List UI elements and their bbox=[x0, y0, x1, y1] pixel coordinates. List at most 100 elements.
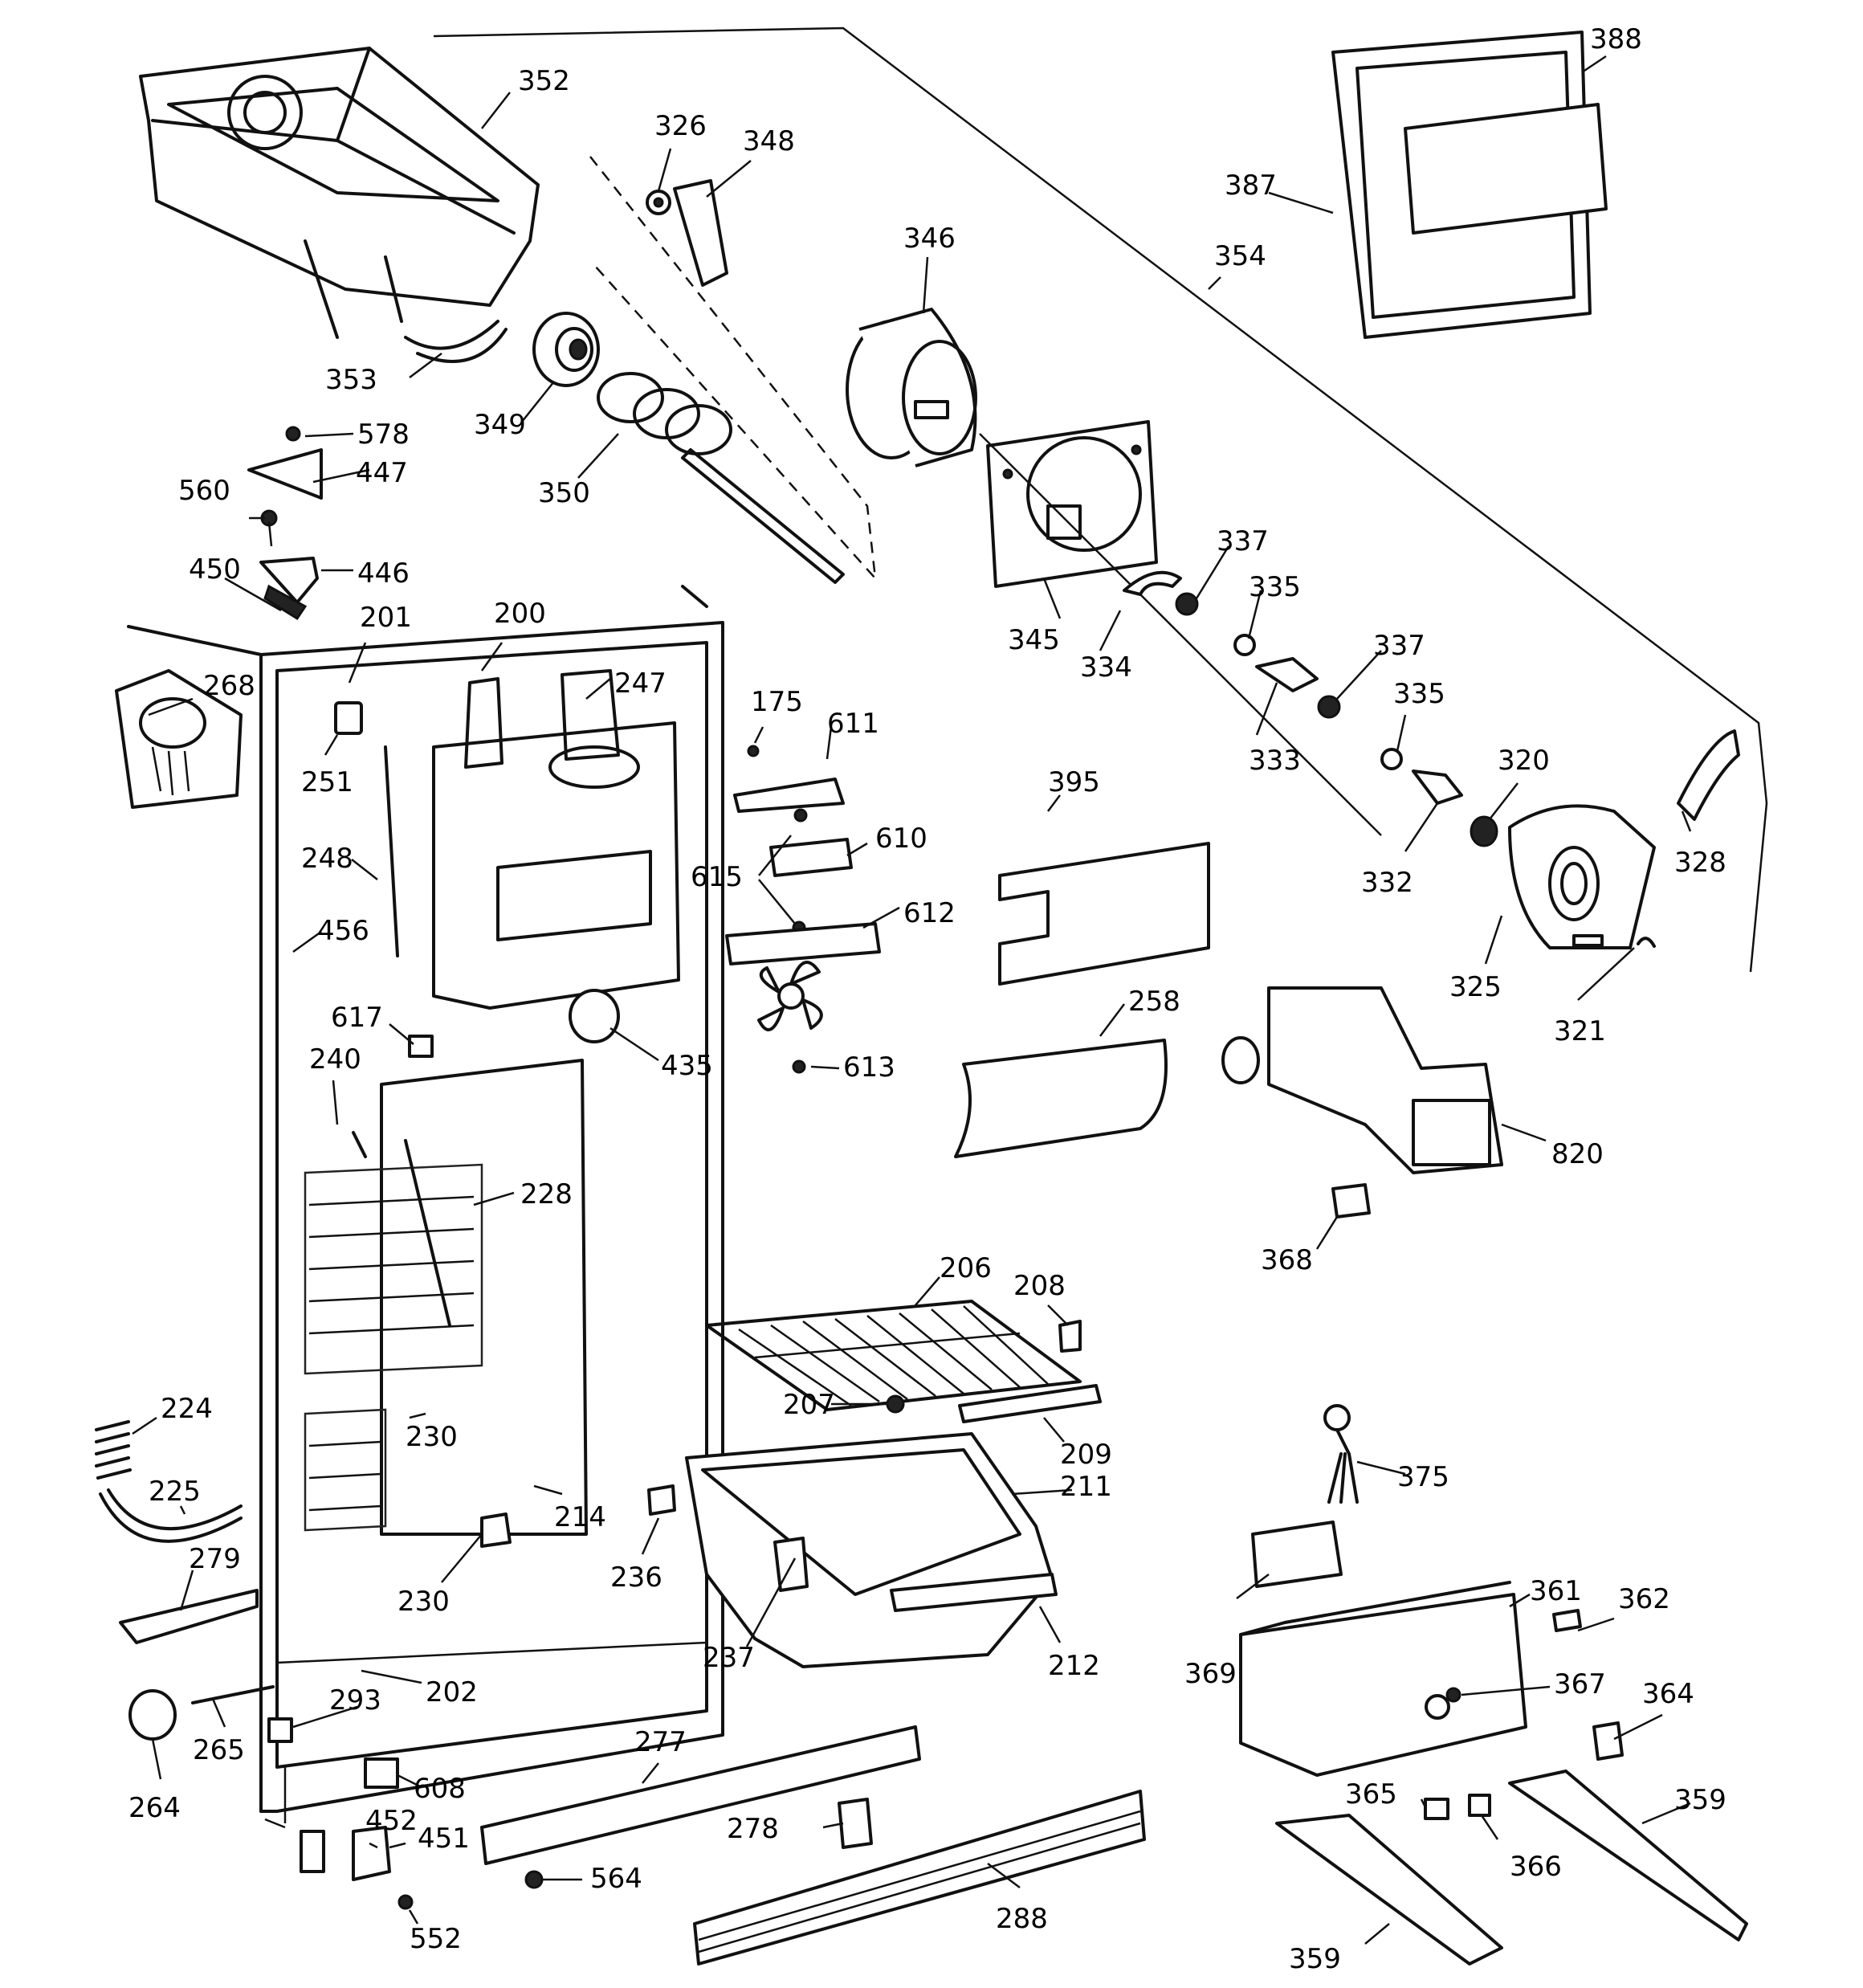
callout-617: 617 bbox=[331, 1002, 383, 1034]
callout-375: 375 bbox=[1397, 1461, 1449, 1493]
callout-349: 349 bbox=[474, 409, 526, 441]
bracket-230 bbox=[480, 1512, 512, 1548]
callout-388: 388 bbox=[1590, 23, 1642, 55]
callout-206: 206 bbox=[940, 1252, 992, 1284]
control-housing-361 bbox=[1239, 1521, 1527, 1777]
callout-333: 333 bbox=[1249, 745, 1301, 777]
ice-bucket bbox=[139, 47, 540, 339]
screw-367 bbox=[1445, 1687, 1461, 1703]
panel-395 bbox=[998, 842, 1210, 986]
callout-labels: 352 326 348 346 388 387 354 353 349 350 … bbox=[128, 23, 1726, 1975]
plug-364 bbox=[1592, 1721, 1624, 1761]
callout-435: 435 bbox=[661, 1050, 713, 1082]
callout-321: 321 bbox=[1554, 1015, 1606, 1047]
callout-208: 208 bbox=[1013, 1270, 1066, 1302]
callout-212: 212 bbox=[1048, 1650, 1100, 1682]
leader-lines bbox=[132, 55, 1692, 1945]
plate-452 bbox=[300, 1830, 325, 1873]
callout-207: 207 bbox=[783, 1389, 835, 1421]
callout-237: 237 bbox=[703, 1642, 755, 1674]
trim-359a bbox=[1508, 1770, 1748, 1941]
sensor-375 bbox=[1323, 1404, 1359, 1504]
pin-265 bbox=[191, 1685, 275, 1704]
callout-615: 615 bbox=[691, 861, 743, 893]
callout-230a: 230 bbox=[406, 1421, 458, 1453]
sensor-268 bbox=[115, 669, 243, 809]
callout-387: 387 bbox=[1225, 169, 1277, 202]
bracket-362 bbox=[1552, 1609, 1582, 1632]
callout-395: 395 bbox=[1048, 766, 1100, 798]
bin-211 bbox=[685, 1432, 1054, 1668]
tube-225 bbox=[99, 1488, 243, 1543]
callout-353: 353 bbox=[325, 364, 377, 396]
auger-dashed-frame bbox=[589, 156, 877, 582]
bracket-368 bbox=[1331, 1183, 1371, 1219]
fan-blade-613 bbox=[757, 961, 823, 1031]
bracket-202 bbox=[276, 1641, 707, 1664]
motor-325 bbox=[1508, 804, 1656, 949]
spring-320 bbox=[1470, 815, 1498, 847]
spring-337a bbox=[1175, 592, 1199, 616]
trim-209 bbox=[958, 1384, 1102, 1423]
callout-350: 350 bbox=[538, 477, 590, 509]
knob-435 bbox=[569, 989, 620, 1043]
callout-288: 288 bbox=[996, 1903, 1048, 1935]
clip-236 bbox=[647, 1484, 676, 1516]
blade-348 bbox=[673, 179, 728, 287]
callout-552: 552 bbox=[410, 1923, 462, 1955]
callout-277: 277 bbox=[634, 1726, 687, 1758]
washer-335a bbox=[1233, 634, 1256, 656]
fan-assembly bbox=[725, 745, 881, 1074]
callout-278: 278 bbox=[727, 1813, 779, 1845]
callout-451: 451 bbox=[418, 1823, 470, 1855]
channel-279 bbox=[119, 1589, 259, 1644]
callout-366: 366 bbox=[1510, 1851, 1562, 1883]
callout-251: 251 bbox=[301, 766, 353, 798]
callout-214: 214 bbox=[554, 1501, 606, 1533]
callout-348: 348 bbox=[743, 125, 795, 157]
callout-564: 564 bbox=[590, 1863, 642, 1895]
hinge-451 bbox=[352, 1826, 391, 1881]
clip-366 bbox=[1468, 1794, 1491, 1817]
callout-224: 224 bbox=[161, 1393, 213, 1425]
bumper-207 bbox=[886, 1394, 905, 1414]
callout-247: 247 bbox=[614, 667, 667, 700]
callout-361: 361 bbox=[1530, 1575, 1582, 1607]
callout-450: 450 bbox=[189, 553, 241, 586]
axis-line bbox=[979, 433, 1382, 836]
trim-212 bbox=[890, 1573, 1058, 1612]
cover-258 bbox=[954, 1039, 1168, 1158]
callout-325: 325 bbox=[1449, 971, 1502, 1003]
switch-608 bbox=[364, 1757, 399, 1789]
callout-225: 225 bbox=[149, 1476, 201, 1508]
callout-369: 369 bbox=[1184, 1658, 1237, 1690]
callout-240: 240 bbox=[309, 1043, 361, 1076]
callout-560: 560 bbox=[178, 475, 230, 507]
callout-335b: 335 bbox=[1393, 678, 1445, 710]
trim-359b bbox=[1275, 1814, 1503, 1966]
evaporator-coil-228 bbox=[304, 1059, 588, 1536]
callout-359b: 359 bbox=[1289, 1943, 1341, 1975]
washer-335b bbox=[1380, 748, 1403, 770]
callout-613: 613 bbox=[843, 1051, 895, 1084]
callout-820: 820 bbox=[1551, 1138, 1604, 1170]
evaporator-housing-247 bbox=[384, 669, 680, 1010]
callout-334: 334 bbox=[1080, 651, 1132, 684]
callout-248: 248 bbox=[301, 843, 353, 875]
rail-277 bbox=[480, 1725, 921, 1865]
callout-367: 367 bbox=[1554, 1668, 1606, 1700]
callout-328: 328 bbox=[1674, 847, 1726, 879]
callout-228: 228 bbox=[520, 1178, 573, 1210]
callout-230b: 230 bbox=[397, 1586, 450, 1618]
callout-236: 236 bbox=[610, 1561, 662, 1594]
callout-447: 447 bbox=[356, 457, 408, 489]
part-251 bbox=[334, 701, 363, 735]
callout-352: 352 bbox=[518, 65, 570, 97]
clip-208 bbox=[1058, 1320, 1082, 1353]
callout-337a: 337 bbox=[1217, 525, 1269, 557]
callout-265: 265 bbox=[193, 1734, 245, 1766]
cabinet-boundary-line bbox=[433, 27, 1768, 973]
callout-279: 279 bbox=[189, 1543, 241, 1575]
shelf-206 bbox=[705, 1300, 1082, 1411]
